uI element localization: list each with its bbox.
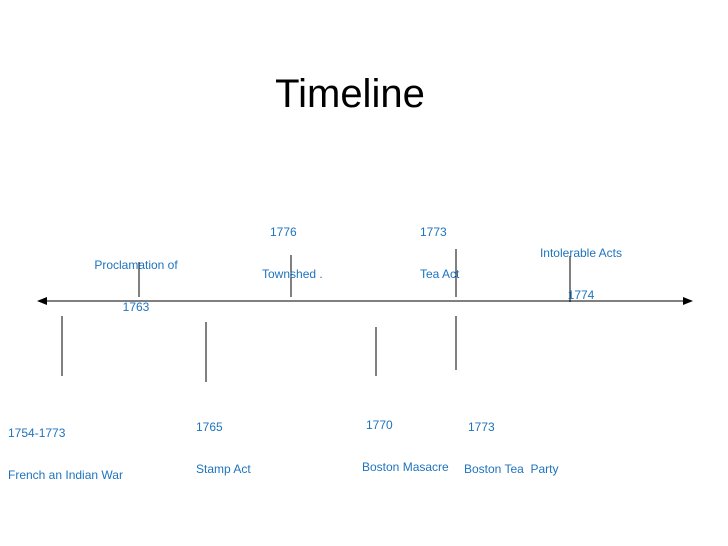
event-label-intolerable-acts: Intolerable Acts 1774 (526, 218, 636, 316)
event-date: 1763 (122, 300, 150, 314)
event-name: Boston Tea Party (464, 462, 559, 476)
event-date: 1754-1773 (8, 426, 66, 440)
event-name: Intolerable Acts (539, 246, 623, 260)
event-label-boston-masacre: 1770 Boston Masacre (362, 390, 449, 488)
event-name: French an Indian War (8, 468, 123, 482)
event-date: 1770 (366, 418, 393, 432)
event-label-tea-act: 1773 Tea Act (420, 197, 459, 295)
event-date: 1773 (468, 420, 495, 434)
event-label-french-indian-war: 1754-1773 French an Indian War (8, 398, 123, 496)
event-date: 1776 (270, 225, 297, 239)
event-label-proclamation: Proclamation of 1763 (86, 230, 186, 328)
event-name: Boston Masacre (362, 460, 449, 474)
event-name: Townshed . (262, 267, 323, 281)
event-label-boston-tea-party: 1773 Boston Tea Party (464, 392, 559, 490)
event-date: 1774 (567, 288, 595, 302)
event-name: Proclamation of (94, 258, 178, 272)
event-label-townshed: 1776 Townshed . (262, 197, 323, 295)
event-date: 1765 (196, 420, 223, 434)
event-date: 1773 (420, 225, 447, 239)
event-name: Tea Act (420, 267, 460, 281)
event-label-stamp-act: 1765 Stamp Act (196, 392, 251, 490)
event-name: Stamp Act (196, 462, 251, 476)
page-title: Timeline (275, 72, 425, 116)
